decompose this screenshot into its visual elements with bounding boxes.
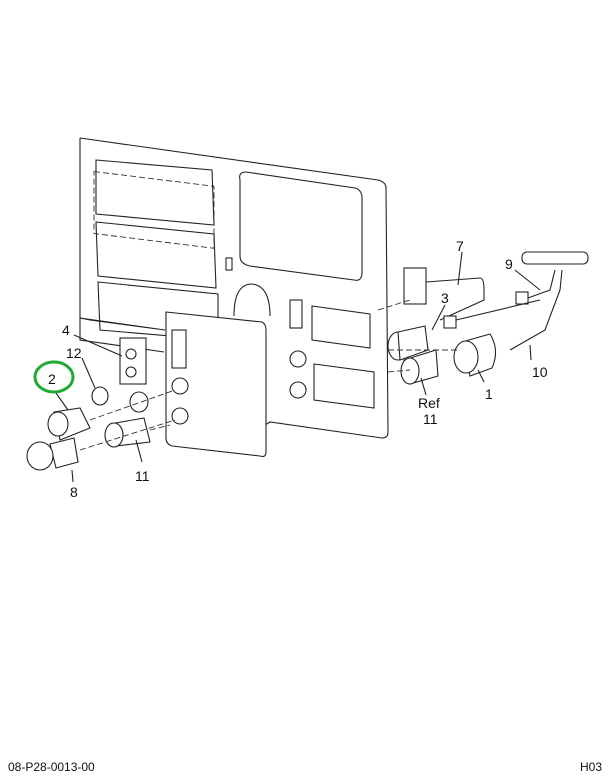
- callout-8: 8: [70, 484, 78, 500]
- left-components: [26, 386, 176, 471]
- callout-10: 10: [532, 364, 548, 380]
- drawing-number: 08-P28-0013-00: [8, 760, 95, 774]
- highlight-circle: [33, 360, 75, 394]
- callout-2: 2: [48, 371, 56, 387]
- callout-9: 9: [505, 256, 513, 272]
- sheet-code: H03: [579, 760, 602, 774]
- switch-part-4: [119, 337, 147, 385]
- callout-ref-11: 11: [423, 411, 438, 427]
- callout-4: 4: [62, 322, 70, 338]
- callout-7: 7: [456, 238, 464, 254]
- callout-3: 3: [441, 290, 449, 306]
- callout-11: 11: [135, 468, 150, 484]
- instrument-panel: [79, 137, 389, 439]
- callout-labels: 4 12 2 8 11 7 9 3 10 1 Ref 11: [33, 238, 548, 500]
- leader-lines: [55, 251, 541, 483]
- callout-ref: Ref: [418, 395, 440, 411]
- callout-1: 1: [485, 386, 493, 402]
- right-components: [377, 251, 589, 385]
- callout-12: 12: [66, 345, 82, 361]
- cover-plate: [165, 311, 267, 458]
